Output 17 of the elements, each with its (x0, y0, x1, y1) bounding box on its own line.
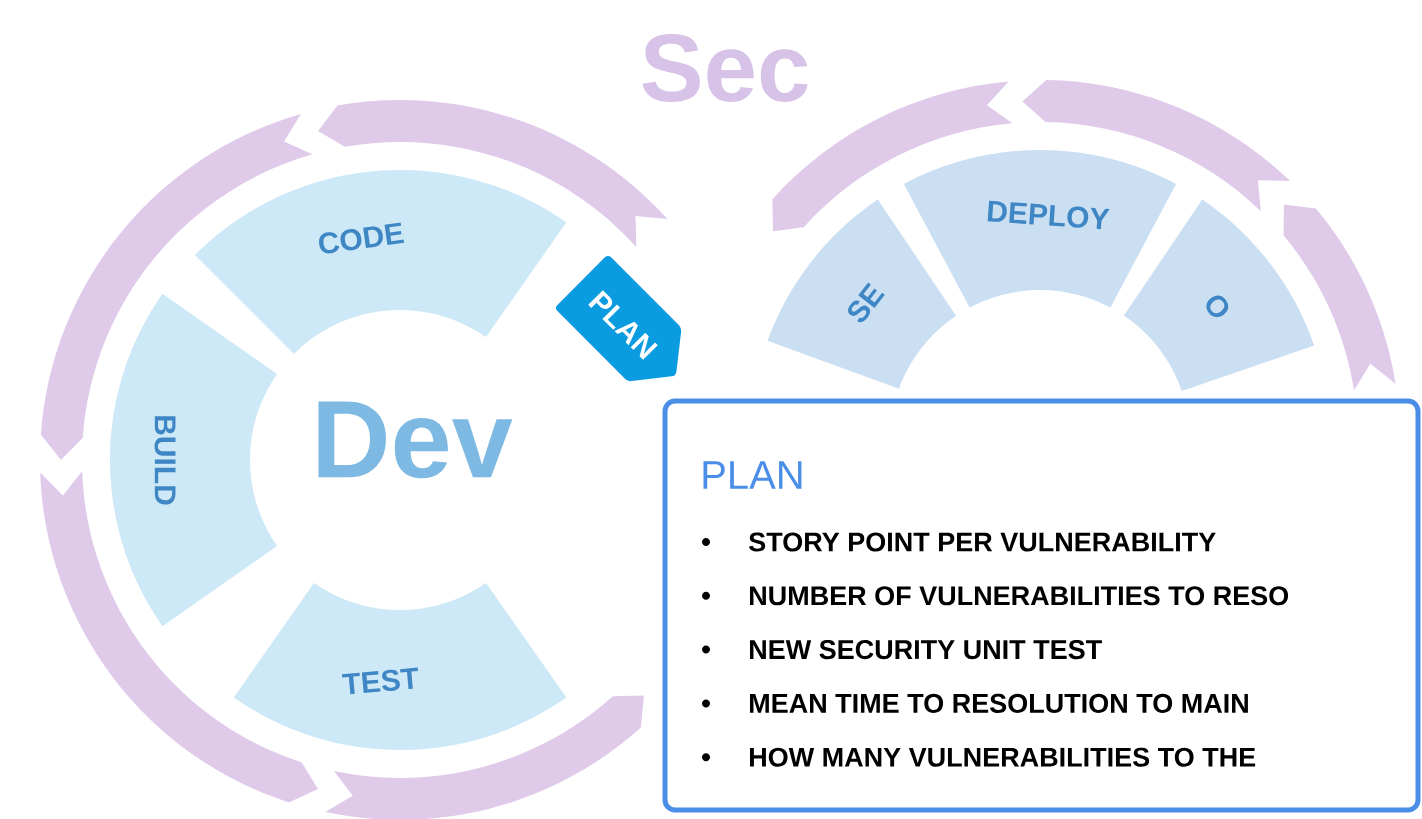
ring-segment: BUILD (110, 293, 278, 627)
bullet-item: MEAN TIME TO RESOLUTION TO MAIN (702, 693, 1248, 713)
big-word: Sec (642, 34, 808, 102)
bullet-item: HOW MANY VULNERABILITIES TO THE (702, 747, 1256, 767)
ring-segment: SE (767, 199, 957, 389)
big-word: Dev (318, 401, 513, 479)
ring-band (325, 695, 644, 819)
ring-segment: O (1123, 199, 1315, 392)
ring-segment: CODE (194, 170, 567, 354)
ring-segment: DEPLOY (903, 149, 1177, 308)
bullet-item: STORY POINT PER VULNERABILITY (702, 532, 1216, 552)
bullet-item: NUMBER OF VULNERABILITIES TO RESO (702, 586, 1289, 606)
info-card (662, 398, 1421, 813)
bullet-item: NEW SECURITY UNIT TEST (702, 640, 1102, 660)
ring-segment: TEST (233, 582, 567, 750)
ring-band (1283, 204, 1396, 391)
card-heading: PLAN (703, 461, 802, 489)
